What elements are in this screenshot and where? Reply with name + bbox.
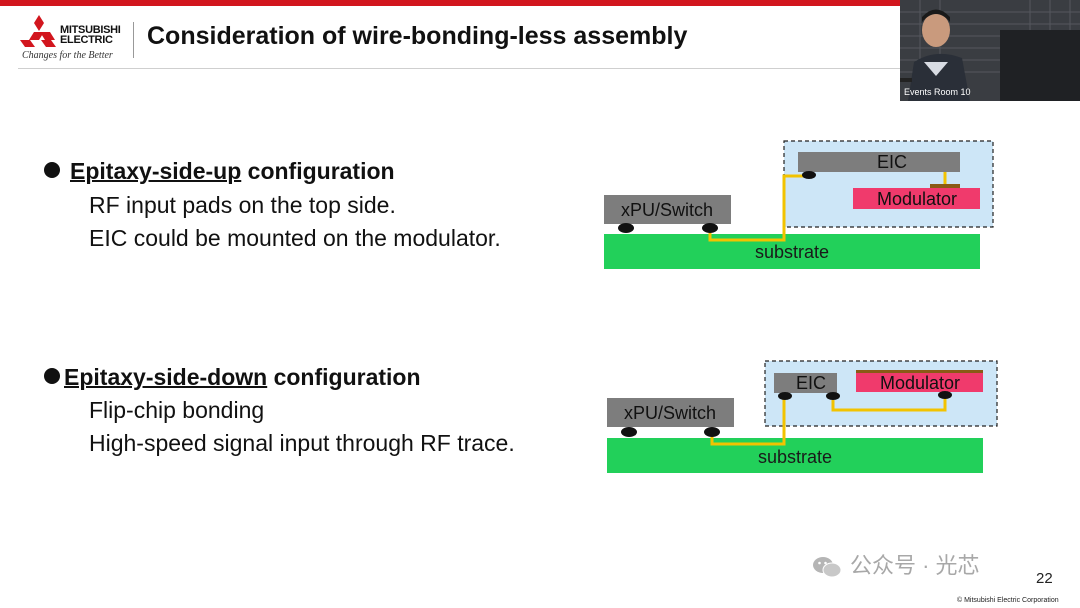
section1-heading-rest: configuration (241, 158, 395, 184)
modulator-pad (930, 184, 960, 188)
bullet-icon (44, 368, 60, 384)
solder-bump (826, 392, 840, 400)
wechat-icon (813, 557, 842, 578)
section2-heading: Epitaxy-side-down configuration (44, 364, 421, 391)
solder-bump (621, 427, 637, 437)
modulator-chip (853, 188, 980, 209)
bullet-icon (44, 162, 60, 178)
rf-trace (708, 174, 808, 242)
section1-heading: Epitaxy-side-up configuration (44, 158, 395, 185)
section1-line1: RF input pads on the top side. (89, 192, 396, 218)
mitsubishi-diamonds-icon (20, 15, 56, 47)
substrate-label: substrate (758, 447, 832, 467)
copyright-notice: © Mitsubishi Electric Corporation (957, 597, 1059, 604)
xpu-switch-label: xPU/Switch (621, 200, 713, 220)
video-room-label: Events Room 10 (904, 87, 971, 97)
company-name: MITSUBISHI ELECTRIC (60, 24, 121, 46)
solder-bump (778, 392, 792, 400)
rf-trace (710, 398, 786, 446)
solder-bump (704, 427, 720, 437)
section1-line2: EIC could be mounted on the modulator. (89, 225, 501, 251)
modulator-label: Modulator (877, 189, 957, 209)
speaker-image (900, 0, 1080, 101)
eic-chip (798, 152, 960, 172)
modulator-chip (856, 373, 983, 392)
eic-label: EIC (877, 152, 907, 172)
section1-heading-underlined: Epitaxy-side-up (70, 158, 242, 184)
modulator-label: Modulator (880, 373, 960, 393)
solder-bump (802, 171, 816, 179)
header-divider (133, 22, 134, 58)
top-accent-bar (0, 0, 1080, 6)
page-number: 22 (1036, 570, 1053, 587)
section2-line1: Flip-chip bonding (89, 397, 265, 423)
solder-bump (618, 223, 634, 233)
company-logo: MITSUBISHI ELECTRIC Changes for the Bett… (20, 15, 132, 65)
slide-title: Consideration of wire-bonding-less assem… (147, 22, 688, 50)
diagram-epitaxy-side-down: substrate xPU/Switch EIC Modulator (607, 360, 998, 473)
diagram-epitaxy-side-up: substrate xPU/Switch EIC Modulator (604, 140, 994, 269)
section2-line2: High-speed signal input through RF trace… (89, 430, 515, 456)
solder-bump (702, 223, 718, 233)
company-name-line1: MITSUBISHI (60, 24, 121, 36)
header-rule (18, 68, 903, 69)
substrate-block (604, 234, 980, 269)
rf-trace (831, 398, 947, 412)
section2-heading-rest: configuration (267, 364, 421, 390)
speaker-video-thumbnail[interactable]: Events Room 10 (900, 0, 1080, 101)
company-name-line2: ELECTRIC (60, 34, 113, 46)
xpu-switch-chip (604, 195, 731, 224)
section2-heading-underlined: Epitaxy-side-down (64, 364, 268, 390)
watermark-text: 公众号 · 光芯 (850, 553, 980, 578)
company-tagline: Changes for the Better (22, 50, 113, 61)
xpu-switch-label: xPU/Switch (624, 403, 716, 423)
eic-label: EIC (796, 373, 826, 393)
xpu-switch-chip (607, 398, 734, 427)
substrate-label: substrate (755, 242, 829, 262)
solder-bump (938, 391, 952, 399)
substrate-block (607, 438, 983, 473)
eic-chip (774, 373, 837, 393)
modulator-epi-layer (856, 370, 983, 373)
watermark: 公众号 · 光芯 (812, 548, 980, 580)
